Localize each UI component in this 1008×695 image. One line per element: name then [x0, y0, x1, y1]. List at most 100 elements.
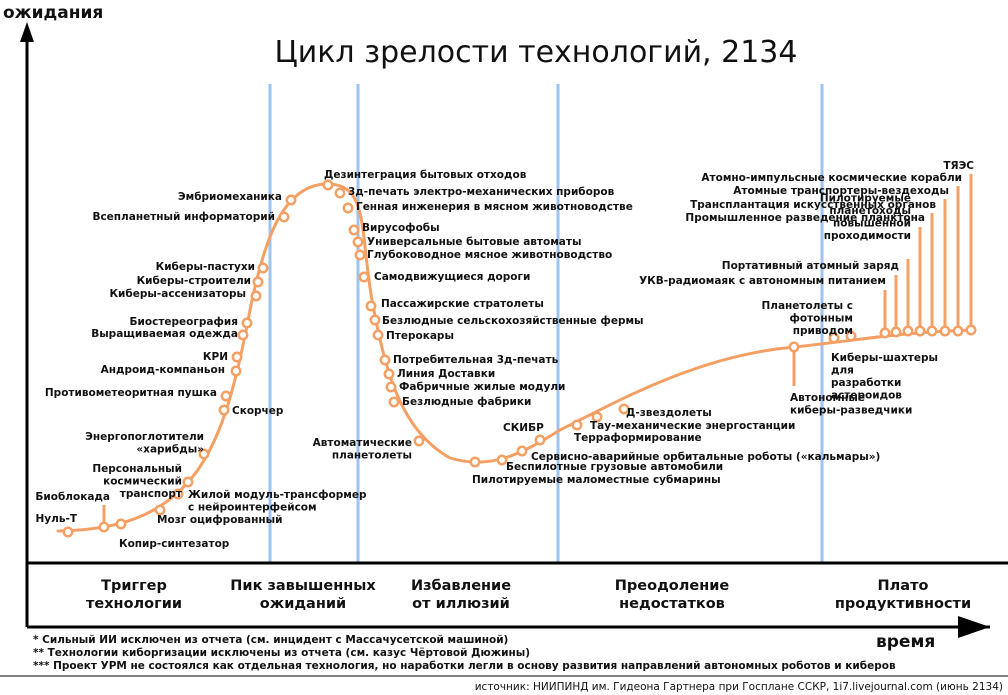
tech-marker: [828, 332, 840, 344]
tech-marker: [534, 434, 546, 446]
y-axis-label: ожидания: [3, 3, 103, 23]
tech-label: СКИБР: [503, 422, 544, 434]
tech-label: Биостереография: [130, 316, 238, 328]
tech-label: Потребительная 3д-печать: [393, 354, 559, 366]
tech-label: Сервисно-аварийные орбитальные роботы («…: [531, 451, 880, 463]
tech-marker: [385, 381, 397, 393]
x-axis-label: время: [876, 632, 935, 652]
tech-label: Нуль-Т: [36, 513, 78, 525]
tech-marker: [365, 300, 377, 312]
tech-marker: [237, 329, 249, 341]
tech-marker: [62, 526, 74, 538]
tech-label: Пассажирские стратолеты: [381, 298, 544, 310]
tech-marker: [383, 368, 395, 380]
tech-label: Киберы-ассенизаторы: [109, 288, 246, 300]
tech-marker: [231, 351, 243, 363]
tech-marker: [257, 262, 269, 274]
tech-marker: [788, 341, 800, 353]
tech-marker: [618, 403, 630, 415]
tech-marker: [354, 249, 366, 261]
footnote-3: *** Проект УРМ не состоялся как отдельна…: [33, 660, 896, 672]
tech-marker: [496, 454, 508, 466]
tech-marker: [352, 236, 364, 248]
tech-marker: [220, 390, 232, 402]
tech-label: Копир-синтезатор: [119, 538, 230, 550]
tech-marker: [250, 290, 262, 302]
tech-marker: [516, 445, 528, 457]
tech-label: Промышленное разведение планктона: [685, 212, 925, 224]
tech-marker: [369, 314, 381, 326]
footnote-1: * Сильный ИИ исключен из отчета (см. инц…: [33, 634, 508, 646]
dots-layer: [62, 179, 977, 538]
tech-label: Андроид-компаньон: [101, 364, 225, 376]
tech-marker: [902, 325, 914, 337]
tech-label: Безлюдные сельскохозяйственные фермы: [382, 315, 644, 327]
tech-marker: [198, 448, 210, 460]
tech-marker: [322, 179, 334, 191]
tech-marker: [334, 187, 346, 199]
tech-marker: [252, 276, 264, 288]
tech-label: Самодвижущиеся дороги: [374, 271, 530, 283]
tech-marker: [952, 325, 964, 337]
tech-label: Киберы-пастухи: [156, 261, 255, 273]
tech-marker: [348, 224, 360, 236]
tech-label: Атомные транспортеры-вездеходы: [733, 185, 949, 197]
tech-marker: [154, 504, 166, 516]
tech-label: Птерокары: [386, 330, 454, 342]
tech-label: Дезинтеграция бытовых отходов: [324, 169, 527, 181]
tech-label: Пилотируемые маломестные субмарины: [472, 474, 721, 486]
tech-label: КРИ: [203, 351, 228, 363]
tech-label: Генная инженерия в мясном животноводстве: [356, 201, 633, 213]
tech-marker: [172, 488, 184, 500]
tech-marker: [241, 317, 253, 329]
tech-label: Мозг оцифрованный: [157, 514, 283, 526]
y-axis-arrow: [20, 22, 34, 42]
tech-marker: [845, 330, 857, 342]
tech-label: Вирусофобы: [362, 222, 440, 234]
tech-marker: [926, 325, 938, 337]
tech-marker: [914, 325, 926, 337]
tech-label: ТЯЭС: [943, 160, 974, 172]
tech-marker: [879, 327, 891, 339]
tech-marker: [469, 456, 481, 468]
tech-marker: [965, 324, 977, 336]
tech-label: Тау-механические энергостанции: [590, 420, 795, 432]
tech-marker: [358, 271, 370, 283]
tech-marker: [413, 435, 425, 447]
tech-label: Противометеоритная пушка: [45, 387, 217, 399]
tech-label: Портативный атомный заряд: [722, 260, 899, 272]
tech-label: Беспилотные грузовые автомобили: [506, 461, 723, 473]
hype-curve: [56, 182, 977, 533]
tech-marker: [591, 411, 603, 423]
tech-label: Киберы-строители: [137, 275, 251, 287]
source-note: источник: НИИПИНД им. Гидеона Гартнера п…: [475, 681, 1003, 693]
tech-marker: [285, 194, 297, 206]
tech-label: Д-звездолеты: [626, 407, 712, 419]
tech-label: Всепланетный информаторий: [92, 211, 275, 223]
tech-marker: [218, 404, 230, 416]
tech-label: Эмбриомеханика: [178, 191, 282, 203]
tech-marker: [115, 518, 127, 530]
chart-title: Цикл зрелости технологий, 2134: [275, 35, 798, 70]
tech-label: Скорчер: [232, 405, 284, 417]
tech-marker: [98, 521, 110, 533]
tech-marker: [278, 211, 290, 223]
tech-label: Глубоководное мясное животноводство: [367, 249, 612, 261]
tech-marker: [388, 396, 400, 408]
tech-label: Универсальные бытовые автоматы: [367, 236, 581, 248]
tech-marker: [890, 326, 902, 338]
tech-label: Энергопоглотители«харибды»: [85, 431, 204, 456]
